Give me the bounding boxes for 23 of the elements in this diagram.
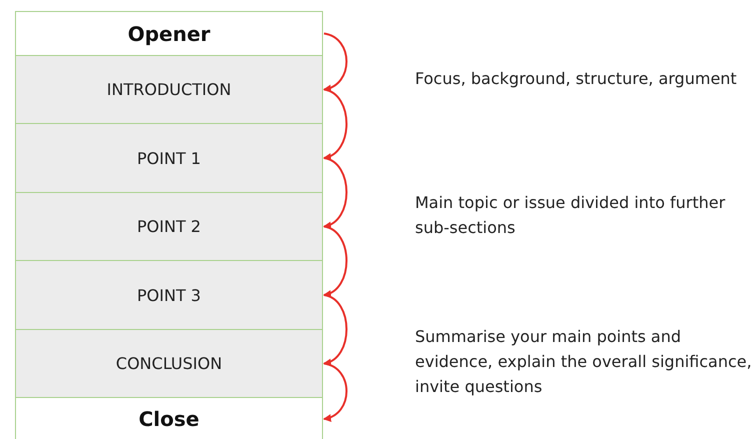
curved-arrow <box>323 157 348 228</box>
section-box <box>15 123 323 193</box>
section-band <box>15 397 323 439</box>
section-label: Close <box>138 407 200 431</box>
section-label: Opener <box>128 22 210 46</box>
section-label: CONCLUSION <box>116 354 222 373</box>
description-text: Focus, background, structure, argument <box>415 68 738 90</box>
section-box <box>15 192 323 261</box>
section-label: INTRODUCTION <box>106 80 232 99</box>
curved-arrow <box>323 32 348 92</box>
curved-arrow <box>323 362 348 422</box>
curved-arrow <box>323 88 348 160</box>
section-band <box>15 11 323 56</box>
curved-arrow <box>323 226 348 297</box>
section-box <box>15 329 323 398</box>
curved-arrow <box>323 294 348 366</box>
section-box <box>15 55 323 124</box>
section-label: POINT 1 <box>137 148 201 168</box>
description-text: Summarise your main points and evidence, explain the overall significance, invite questions <box>415 326 753 398</box>
section-label: POINT 3 <box>137 286 201 304</box>
section-box <box>15 260 323 330</box>
description-text: Main topic or issue divided into further sub-sections <box>415 192 726 239</box>
section-label: POINT 2 <box>137 217 201 236</box>
